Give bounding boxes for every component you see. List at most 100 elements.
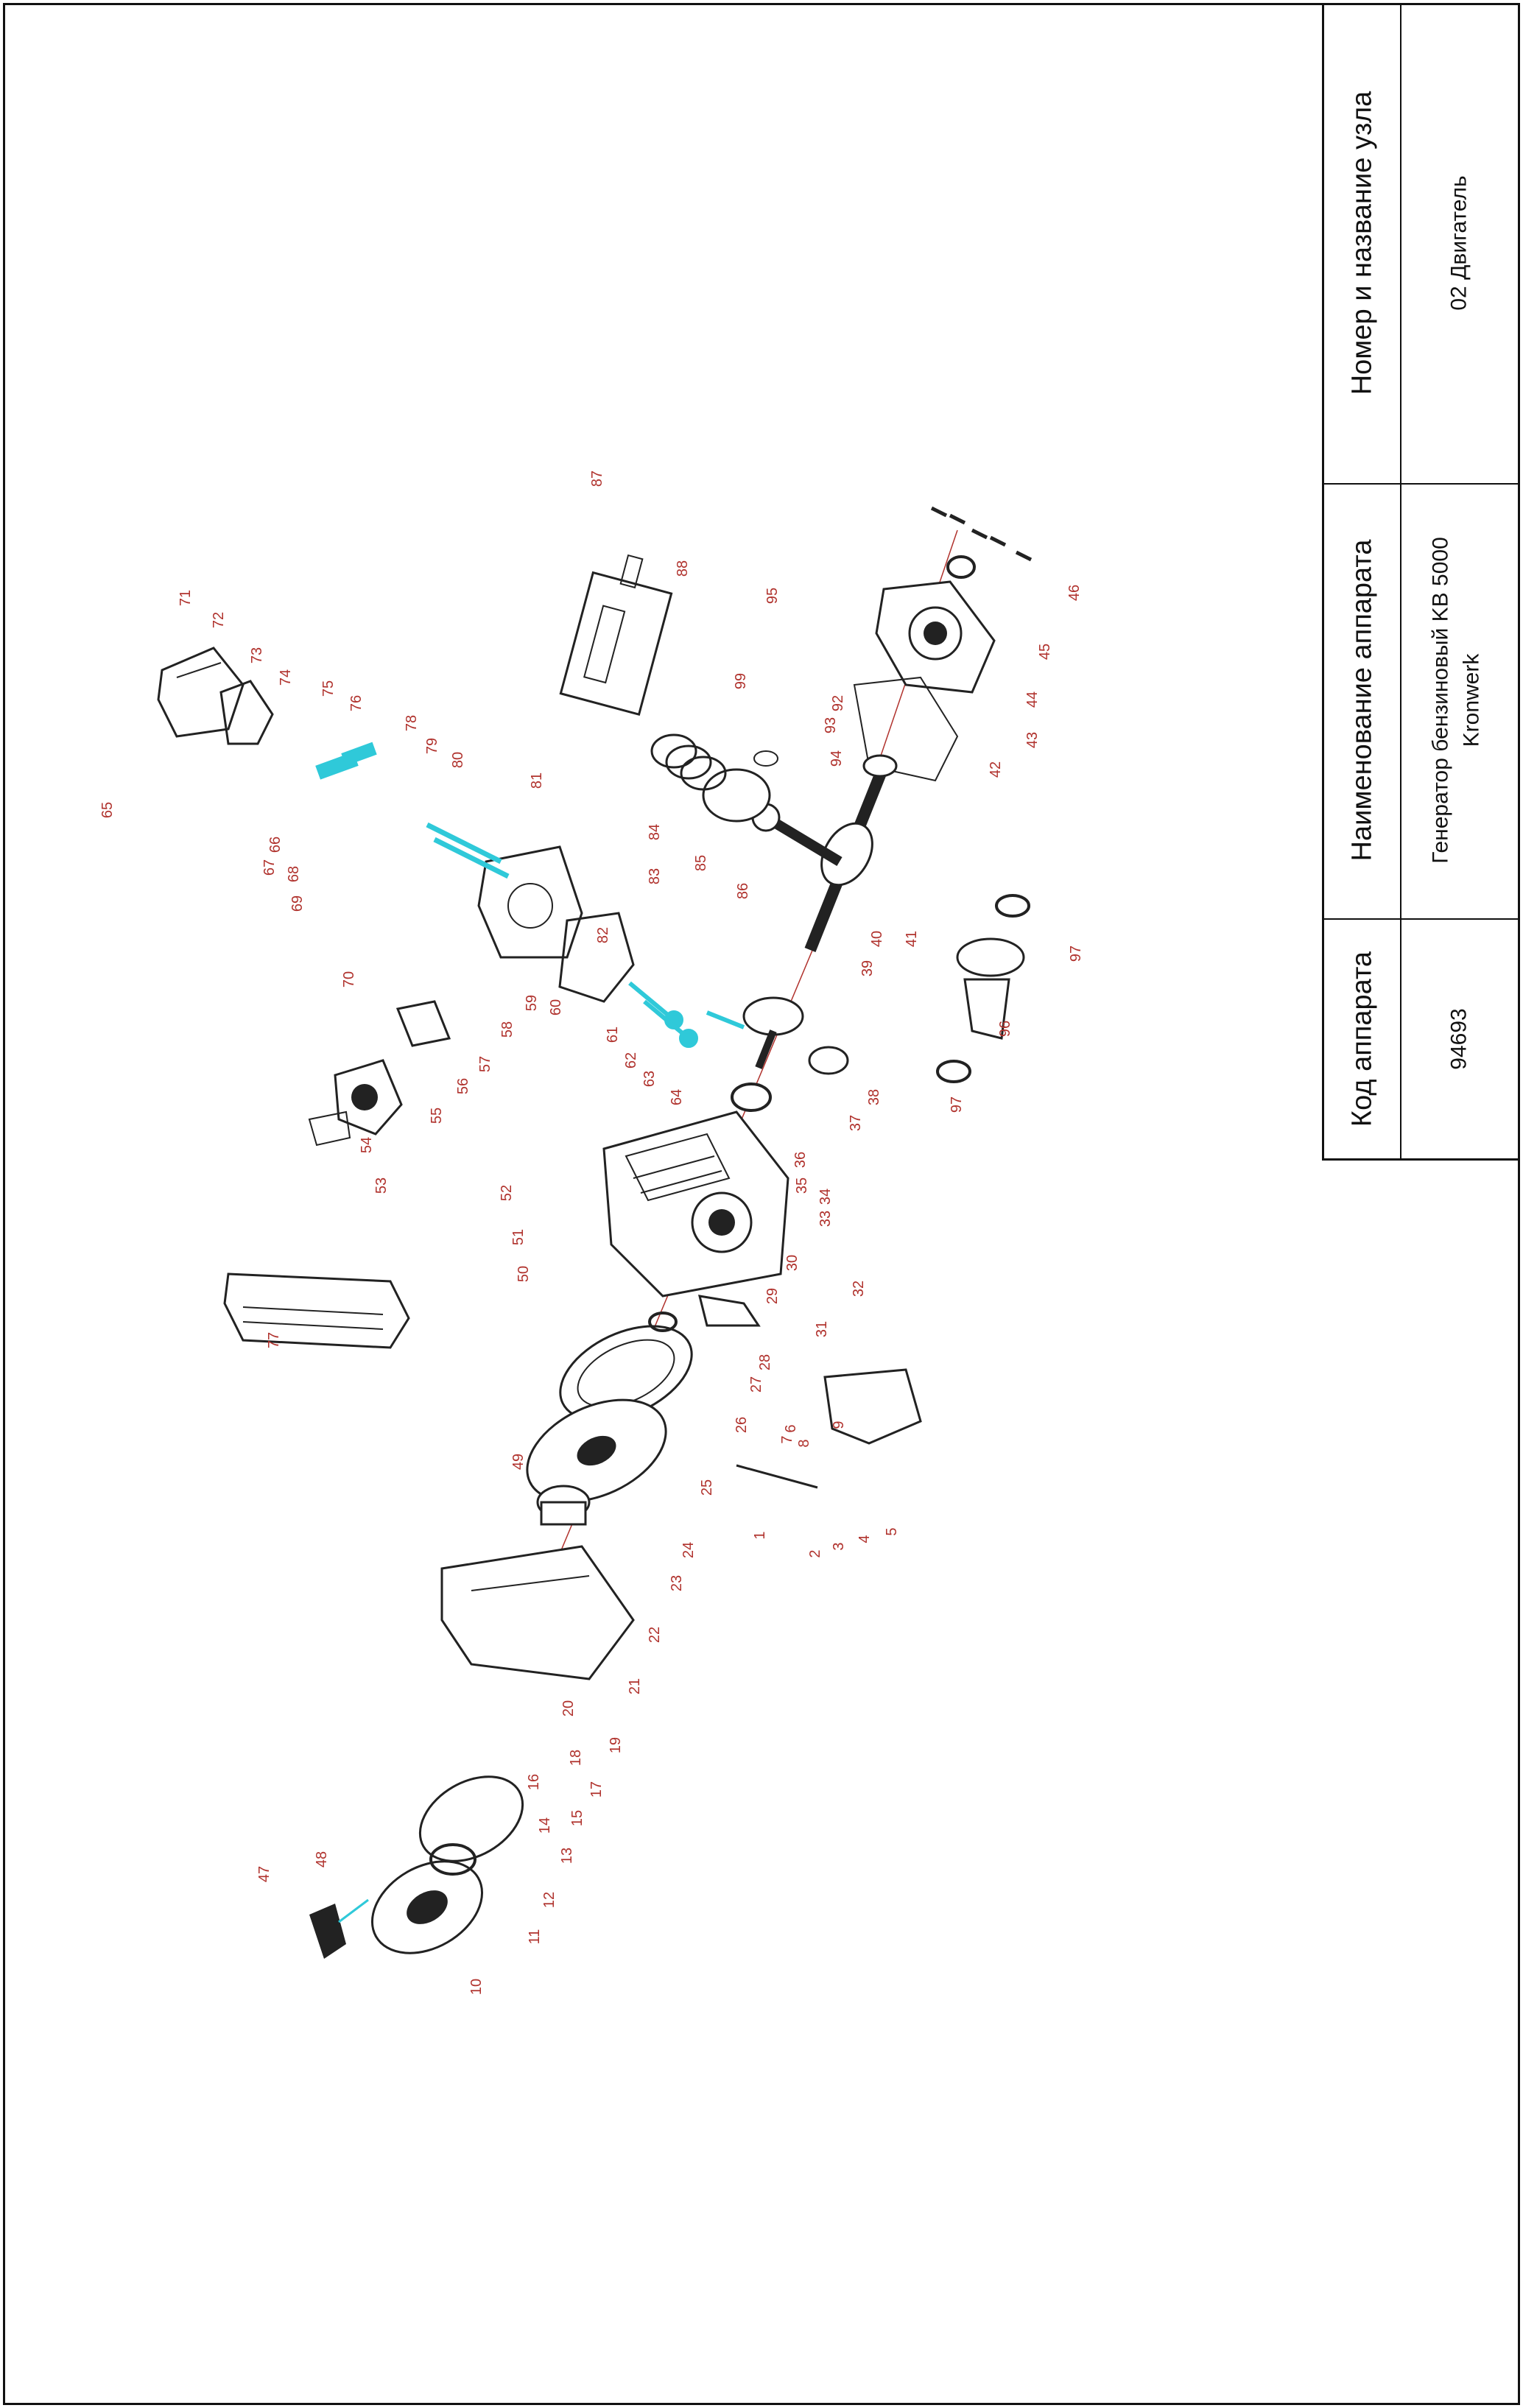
recoil-starter-housing — [370, 1860, 484, 1954]
starter-handle — [309, 1898, 369, 1959]
crankcase-cover — [875, 580, 996, 694]
callout-52: 52 — [499, 1185, 515, 1201]
callout-4: 4 — [857, 1535, 873, 1543]
callout-19: 19 — [608, 1737, 624, 1753]
callout-83: 83 — [647, 868, 663, 884]
callout-15: 15 — [569, 1810, 585, 1826]
callout-59: 59 — [524, 995, 540, 1011]
callout-1: 1 — [752, 1531, 768, 1539]
callout-22: 22 — [647, 1627, 663, 1643]
callout-35: 35 — [794, 1177, 810, 1194]
callout-77: 77 — [266, 1332, 282, 1348]
piston — [702, 750, 778, 823]
callout-76: 76 — [348, 695, 365, 711]
callout-93: 93 — [823, 717, 839, 733]
callout-27: 27 — [748, 1376, 764, 1393]
callout-58: 58 — [499, 1021, 516, 1038]
cylinder-head — [477, 845, 583, 959]
callout-24: 24 — [680, 1542, 697, 1558]
carburetor-gasket — [308, 1110, 351, 1147]
callout-55: 55 — [429, 1108, 445, 1124]
governor-rod — [736, 1464, 818, 1489]
camshaft — [742, 996, 804, 1069]
callout-78: 78 — [404, 715, 420, 731]
engine-block — [602, 1110, 789, 1298]
callout-25: 25 — [699, 1479, 715, 1496]
callout-71: 71 — [177, 590, 194, 606]
air-filter — [223, 1272, 410, 1349]
main-bearing — [731, 1082, 772, 1112]
callout-64: 64 — [669, 1089, 685, 1105]
callout-30: 30 — [784, 1255, 801, 1271]
callout-5: 5 — [884, 1527, 900, 1535]
callout-62: 62 — [623, 1052, 639, 1069]
callout-8: 8 — [796, 1439, 812, 1447]
callout-67: 67 — [261, 859, 278, 876]
callout-37: 37 — [848, 1115, 864, 1131]
callout-18: 18 — [568, 1750, 584, 1766]
flywheel — [526, 1398, 667, 1503]
callout-87: 87 — [589, 471, 605, 487]
callout-34: 34 — [817, 1189, 834, 1205]
callout-28: 28 — [757, 1354, 773, 1370]
muffler — [559, 554, 673, 717]
head-gasket — [558, 912, 635, 1003]
callout-88: 88 — [675, 560, 691, 577]
balancer-gear — [956, 937, 1025, 1040]
callout-43: 43 — [1024, 732, 1041, 748]
callout-39: 39 — [859, 960, 876, 976]
callout-82: 82 — [595, 927, 611, 943]
callout-26: 26 — [734, 1417, 750, 1433]
callout-61: 61 — [605, 1027, 621, 1043]
callout-97: 97 — [949, 1096, 965, 1113]
starter-cup — [536, 1485, 591, 1526]
unit-label: Номер и название узла — [1346, 91, 1378, 395]
unit-value: 02 Двигатель — [1446, 175, 1471, 311]
callout-9: 9 — [831, 1420, 847, 1429]
carburetor — [334, 1059, 403, 1136]
callout-17: 17 — [588, 1781, 605, 1798]
callout-68: 68 — [286, 866, 302, 882]
rocker-arms — [315, 742, 377, 780]
callout-73: 73 — [249, 647, 265, 663]
cover-bolts — [930, 506, 1033, 562]
callout-57: 57 — [477, 1056, 493, 1072]
callout-94: 94 — [829, 750, 845, 767]
callout-79: 79 — [424, 738, 440, 754]
valves — [628, 981, 745, 1048]
callout-84: 84 — [647, 824, 663, 840]
callout-97: 97 — [1068, 946, 1084, 962]
callout-6: 6 — [783, 1424, 799, 1432]
callout-41: 41 — [904, 931, 920, 947]
name-label: Наименование аппарата — [1346, 539, 1378, 862]
callout-81: 81 — [529, 772, 545, 789]
oil-seal — [946, 555, 976, 579]
crankshaft — [804, 754, 898, 952]
callout-66: 66 — [267, 837, 284, 853]
fan-shroud — [440, 1545, 635, 1680]
callout-72: 72 — [211, 612, 227, 628]
title-block: Номер и название узла Наименование аппар… — [1322, 3, 1520, 1161]
callout-48: 48 — [314, 1851, 330, 1867]
callout-92: 92 — [830, 695, 846, 711]
callout-40: 40 — [869, 931, 885, 947]
callout-99: 99 — [733, 673, 749, 689]
callout-86: 86 — [735, 883, 751, 899]
callout-75: 75 — [320, 680, 337, 697]
recoil-spring — [429, 1843, 476, 1876]
callout-14: 14 — [537, 1817, 553, 1834]
callout-21: 21 — [627, 1678, 643, 1694]
control-bracket — [823, 1368, 922, 1445]
callout-50: 50 — [516, 1266, 532, 1282]
callout-51: 51 — [510, 1229, 527, 1245]
callout-3: 3 — [831, 1542, 847, 1550]
callout-11: 11 — [527, 1929, 543, 1945]
callout-70: 70 — [341, 971, 357, 988]
callout-69: 69 — [289, 895, 306, 912]
callout-56: 56 — [455, 1078, 471, 1094]
callout-31: 31 — [814, 1321, 830, 1337]
callout-7: 7 — [779, 1435, 795, 1443]
callout-13: 13 — [559, 1848, 575, 1864]
callout-65: 65 — [99, 802, 116, 818]
drawing-frame — [3, 3, 1520, 2405]
